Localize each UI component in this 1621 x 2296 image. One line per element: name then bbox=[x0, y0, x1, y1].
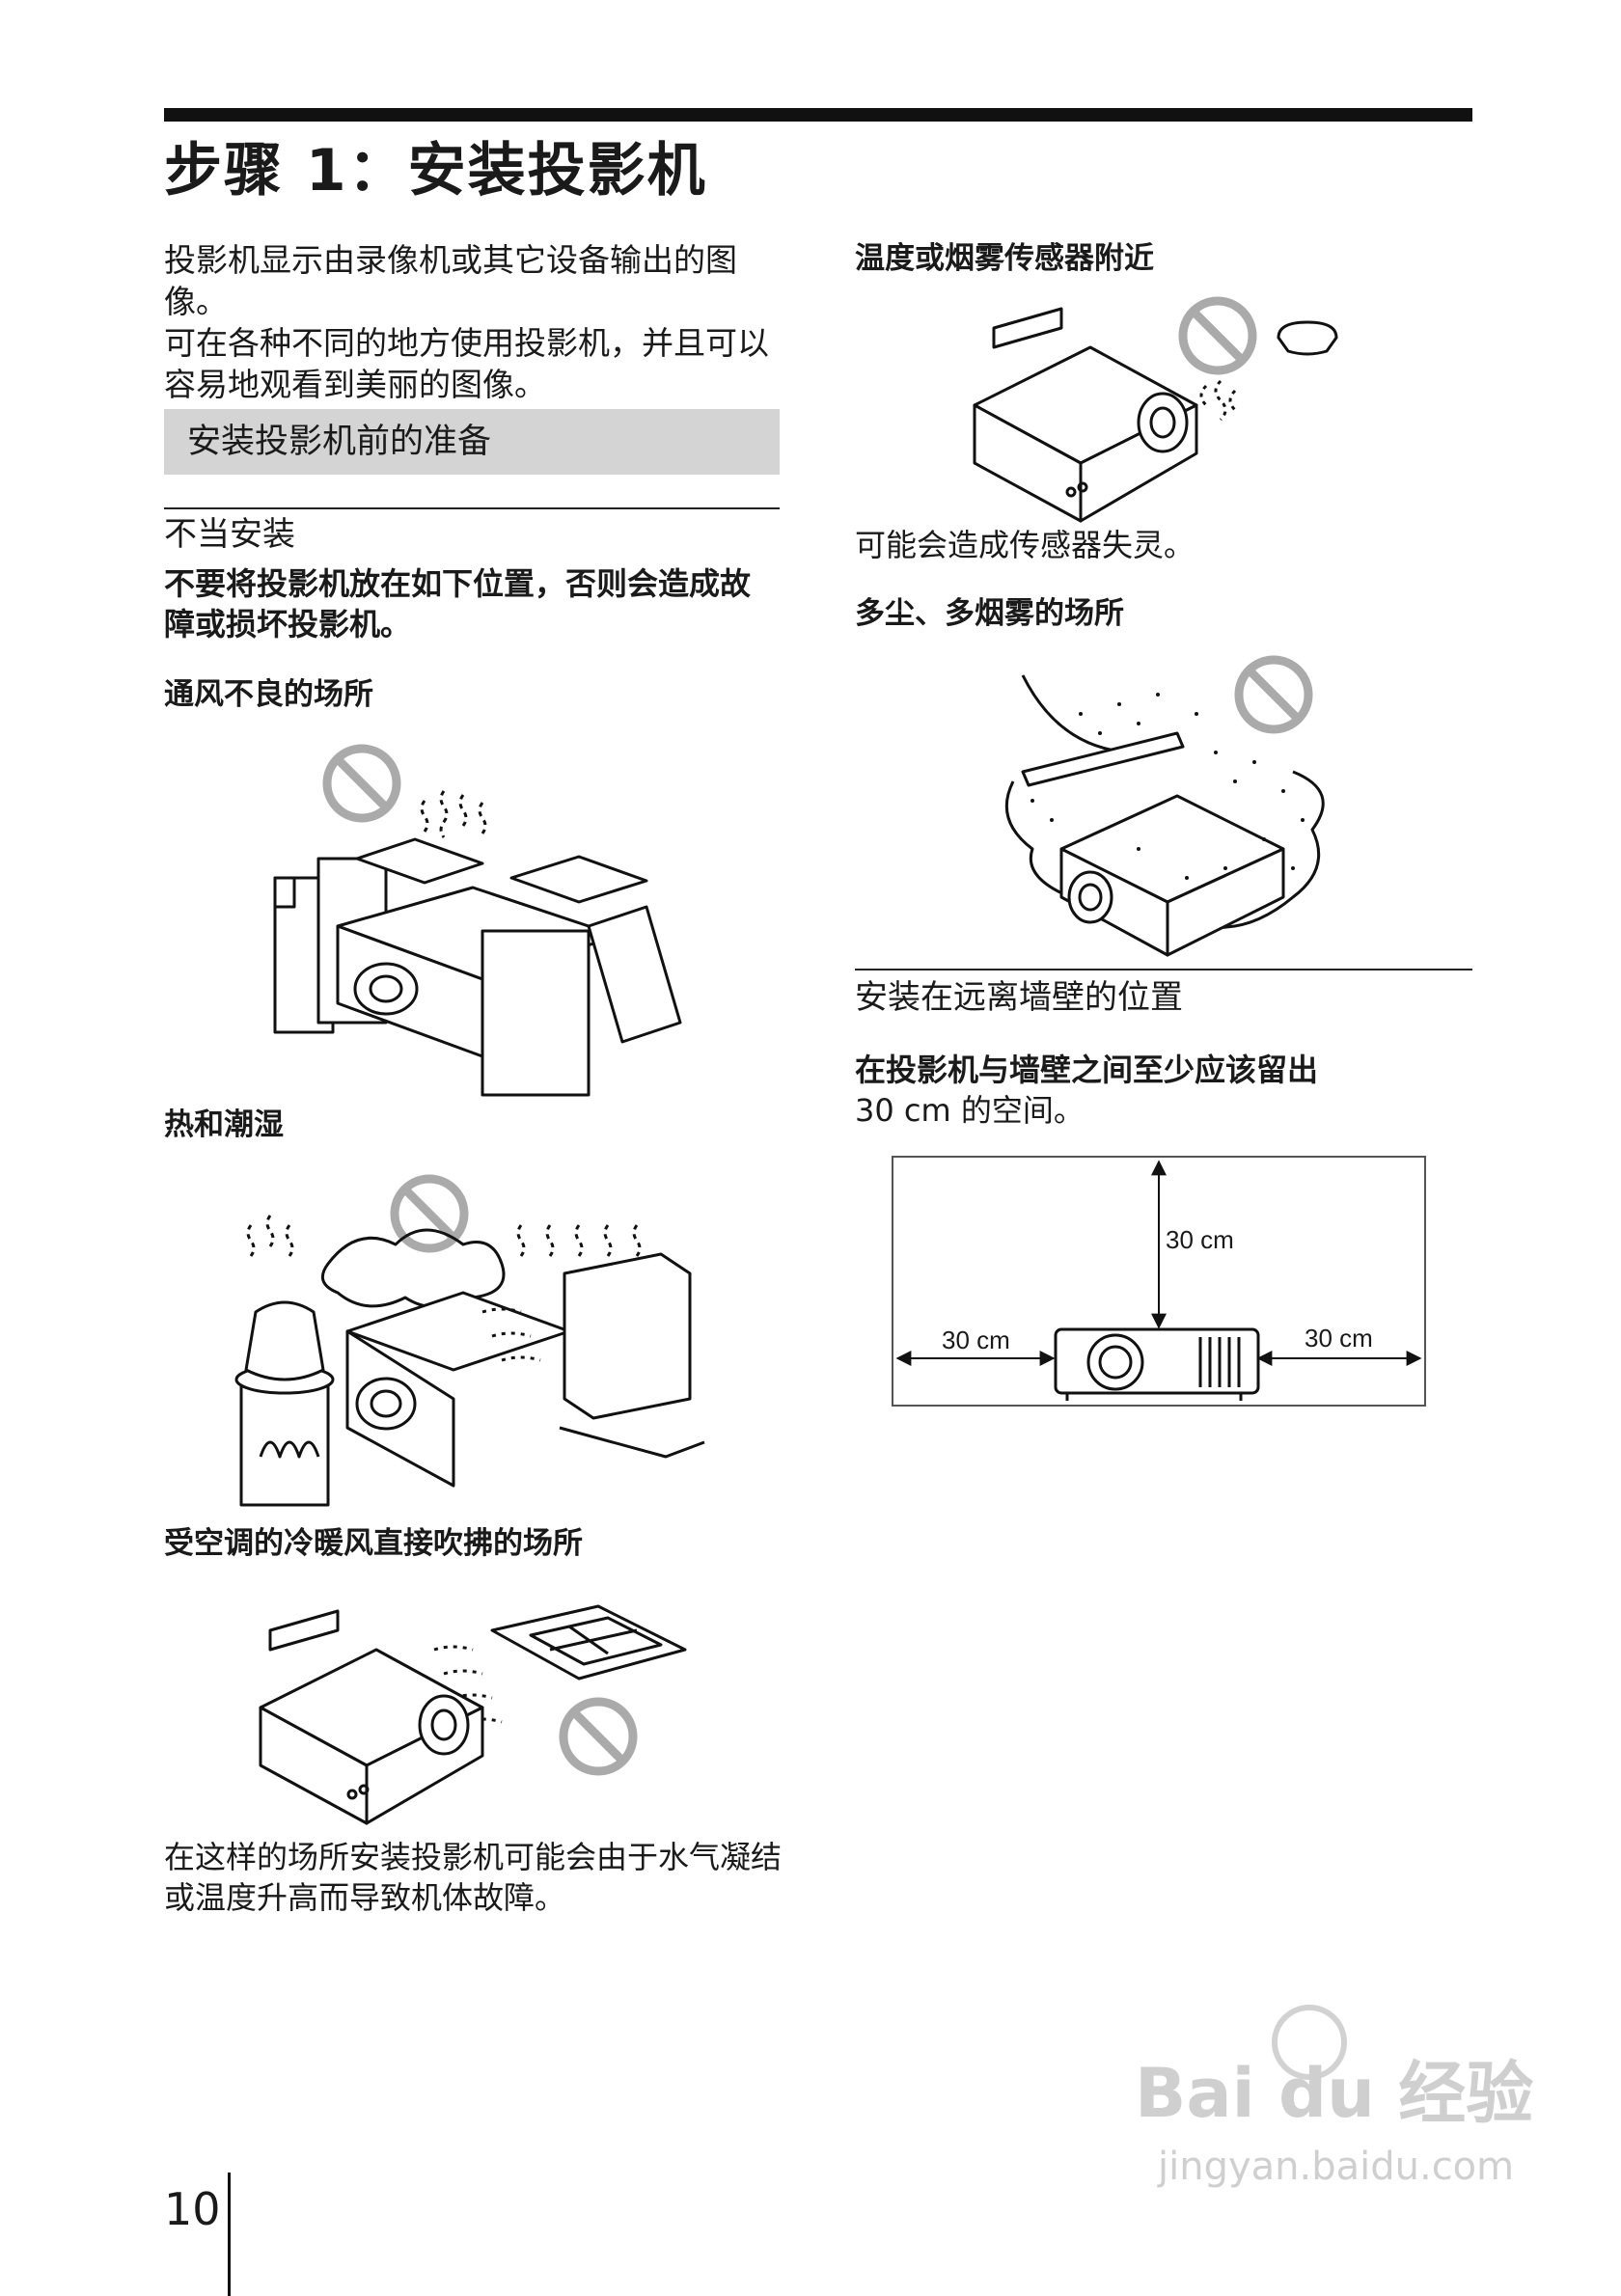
illustration-air-conditioner bbox=[259, 1604, 687, 1825]
improper-heading: 不当安装 bbox=[164, 515, 295, 554]
clearance-diagram: 30 cm 30 cm 30 cm bbox=[892, 1156, 1426, 1407]
kettle-icon bbox=[244, 1300, 325, 1381]
prohibition-icon bbox=[559, 1697, 638, 1776]
top-rule bbox=[164, 108, 1472, 122]
intro-text: 投影机显示由录像机或其它设备输出的图像。 可在各种不同的地方使用投影机，并且可以… bbox=[164, 239, 782, 405]
caption-ventilation: 通风不良的场所 bbox=[164, 677, 373, 712]
heater-icon bbox=[563, 1252, 692, 1420]
wall-text-line2: 30 cm 的空间。 bbox=[855, 1092, 1085, 1129]
caption-heat-humidity: 热和潮湿 bbox=[164, 1107, 284, 1142]
projector-icon bbox=[1054, 1327, 1260, 1401]
label-top-clearance: 30 cm bbox=[1166, 1225, 1234, 1254]
intro-paragraph-1: 投影机显示由录像机或其它设备输出的图像。 bbox=[164, 241, 737, 320]
wall-text-line1: 在投影机与墙壁之间至少应该留出 bbox=[855, 1052, 1319, 1088]
label-left-clearance: 30 cm bbox=[942, 1326, 1010, 1354]
section-title: 安装投影机前的准备 bbox=[187, 423, 492, 461]
improper-warning: 不要将投影机放在如下位置，否则会造成故障或损坏投影机。 bbox=[164, 565, 752, 642]
wall-heading: 安装在远离墙壁的位置 bbox=[855, 978, 1183, 1017]
smoke-detector-icon bbox=[1277, 320, 1338, 356]
sensor-note: 可能会造成传感器失灵。 bbox=[855, 527, 1195, 563]
intro-paragraph-2: 可在各种不同的地方使用投影机，并且可以容易地观看到美丽的图像。 bbox=[164, 324, 769, 403]
paw-icon bbox=[1272, 2005, 1347, 2080]
page-title: 步骤 1：安装投影机 bbox=[164, 137, 707, 205]
watermark-brand: Bai du 经验 bbox=[1135, 2054, 1534, 2133]
caption-air-conditioner: 受空调的冷暖风直接吹拂的场所 bbox=[164, 1526, 583, 1561]
caption-dusty: 多尘、多烟雾的场所 bbox=[855, 596, 1124, 631]
page-number: 10 bbox=[164, 2183, 221, 2235]
prohibition-icon bbox=[1234, 655, 1313, 734]
illustration-heat-humidity bbox=[234, 1174, 705, 1507]
illustration-dusty bbox=[1004, 655, 1325, 957]
condensation-note: 在这样的场所安装投影机可能会由于水气凝结或温度升高而导致机体故障。 bbox=[164, 1839, 783, 1916]
watermark-url: jingyan.baidu.com bbox=[1158, 2145, 1515, 2189]
prohibition-icon bbox=[1178, 296, 1257, 375]
divider bbox=[855, 969, 1472, 970]
illustration-sensor bbox=[973, 296, 1338, 523]
divider bbox=[164, 507, 780, 509]
caption-sensor: 温度或烟雾传感器附近 bbox=[855, 241, 1154, 276]
cigarette-icon bbox=[1021, 731, 1185, 787]
illustration-poor-ventilation bbox=[273, 744, 682, 1097]
prohibition-icon bbox=[390, 1174, 469, 1253]
label-right-clearance: 30 cm bbox=[1305, 1324, 1373, 1353]
footer-rule bbox=[228, 2173, 231, 2296]
section-bar bbox=[164, 409, 780, 475]
prohibition-icon bbox=[322, 744, 401, 823]
